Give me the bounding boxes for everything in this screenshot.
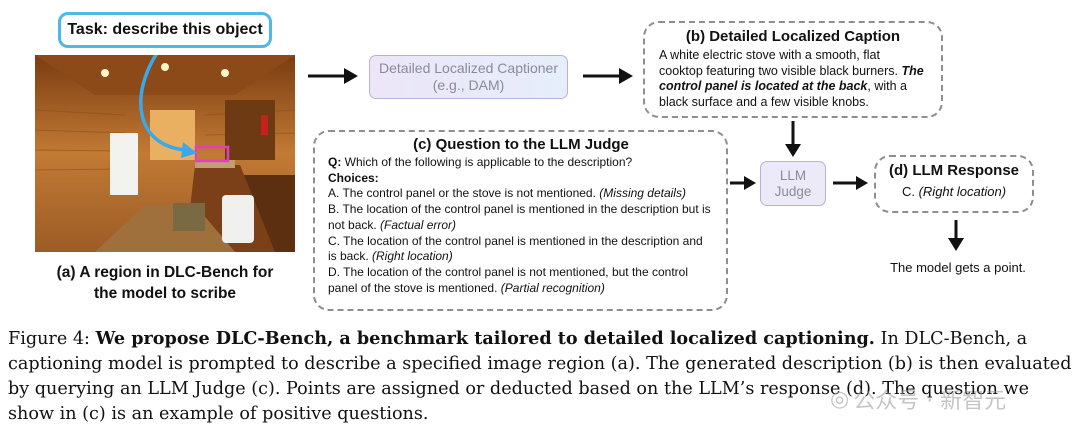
arrow-head-icon [948, 238, 964, 251]
task-text: Task: describe this object [67, 21, 263, 38]
caption-text-post: , with a black surface and a few visible… [659, 79, 907, 109]
arrow-head-icon [856, 176, 868, 190]
choice-c-tag: (Right location) [372, 249, 453, 264]
region-caption-line2: the model to scribe [93, 285, 237, 302]
llm-response-answer: C. (Right location) [901, 184, 1007, 199]
choices-label: Choices: [328, 170, 379, 185]
pointer-arrow-icon [181, 142, 197, 158]
question-label: Q: [328, 155, 342, 169]
judge-question-box: (c) Question to the LLM Judge Q: Which o… [313, 130, 728, 311]
watermark: ◎ 公众号 · 新智元 [830, 383, 1006, 415]
figure-caption-bold: We propose DLC-Bench, a benchmark tailor… [95, 328, 875, 349]
task-bubble: Task: describe this object [58, 12, 272, 48]
caption-text-emphasis: The control panel is located at the back [659, 63, 924, 94]
kitchen-region-image [35, 55, 295, 252]
arrow-head-icon [344, 68, 358, 84]
wechat-icon: ◎ [830, 386, 850, 412]
judge-question-body: Q: Which of the following is applicable … [328, 155, 714, 296]
arrow-head-icon [619, 68, 633, 84]
judge-line1: LLM [779, 167, 807, 183]
choice-a: A. The control panel or the stove is not… [328, 186, 686, 201]
choice-b: B. The location of the control panel is … [328, 202, 711, 232]
detailed-caption-title: (b) Detailed Localized Caption [685, 28, 901, 45]
point-result: The model gets a point. [890, 260, 1026, 275]
detailed-caption-box: (b) Detailed Localized Caption A white e… [643, 21, 943, 118]
arrow-head-icon [785, 144, 801, 157]
captioner-box: Detailed Localized Captioner (e.g., DAM) [369, 55, 568, 99]
arrow-head-icon [744, 176, 756, 190]
llm-judge-box: LLM Judge [760, 161, 826, 206]
choice-d: D. The location of the control panel is … [328, 264, 688, 295]
kitchen-illustration [35, 55, 295, 252]
figure-caption: Figure 4: We propose DLC-Bench, a benchm… [8, 326, 1074, 427]
caption-text-pre: A white electric stove with a smooth, fl… [659, 48, 902, 78]
stove-highlight [194, 145, 230, 163]
choice-c: C. The location of the control panel is … [328, 233, 703, 264]
watermark-text: 公众号 · 新智元 [853, 389, 1007, 414]
judge-question-title: (c) Question to the LLM Judge [413, 136, 629, 153]
llm-response-box: (d) LLM Response C. (Right location) [874, 155, 1034, 213]
question-line: Q: Which of the following is applicable … [328, 155, 714, 171]
detailed-caption-text: A white electric stove with a smooth, fl… [659, 48, 927, 110]
llm-response-title: (d) LLM Response [889, 162, 1019, 179]
judge-line2: Judge [774, 183, 812, 199]
captioner-line2: (e.g., DAM) [432, 77, 505, 93]
figure-caption-rest: In DLC-Bench, a captioning model is prom… [8, 329, 1072, 424]
choice-b-tag: (Factual error) [380, 217, 457, 232]
question-text: Which of the following is applicable to … [341, 155, 633, 169]
figure-label: Figure 4: [8, 329, 96, 349]
region-caption-line1: (a) A region in DLC-Bench for [56, 264, 274, 281]
region-caption: (a) A region in DLC-Bench for the model … [36, 262, 294, 304]
choice-a-tag: (Missing details) [599, 186, 686, 201]
choice-d-tag: (Partial recognition) [500, 280, 605, 295]
captioner-line1: Detailed Localized Captioner [379, 60, 558, 76]
